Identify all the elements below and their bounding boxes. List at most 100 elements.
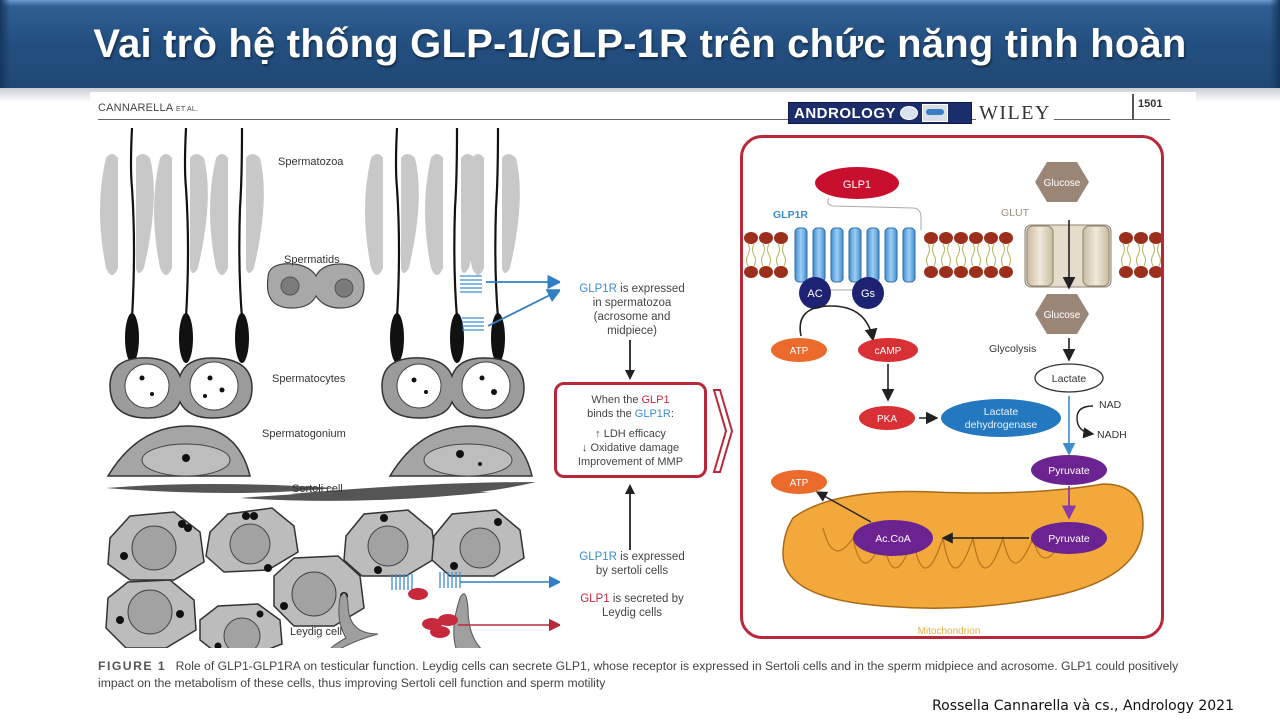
acoa-to-atp-arrow — [815, 491, 872, 523]
spermatocytes-left — [109, 357, 253, 419]
note-text: is secreted by — [609, 593, 684, 605]
note-spermatozoa: GLP1R is expressed in spermatozoa (acros… — [562, 282, 702, 338]
phospholipid-tail — [1151, 243, 1161, 267]
phospholipid-head — [939, 232, 953, 244]
phospholipid-tail — [1136, 243, 1146, 267]
ac-label: AC — [807, 288, 822, 300]
phospholipid-head — [759, 266, 773, 278]
ldh-node — [941, 399, 1061, 437]
society-badge-icon — [922, 104, 948, 122]
glp1-binding-box: When the GLP1 binds the GLP1R: ↑ LDH eff… — [554, 382, 707, 478]
caption-text: Role of GLP1-GLP1RA on testicular functi… — [98, 659, 1179, 690]
note-text: is expressed — [616, 551, 685, 563]
glp1r-receptor-icon — [460, 275, 484, 331]
spermatozoa-group-right — [365, 128, 560, 363]
phospholipid-tail — [926, 243, 936, 267]
phospholipid-head — [954, 232, 968, 244]
pyruvate-mito-label: Pyruvate — [1048, 533, 1090, 545]
chevron-right-icon — [712, 389, 734, 473]
note-text: Leydig cells — [601, 607, 663, 619]
phospholipid-tail — [941, 243, 951, 267]
label-leydig-cell: Leydig cell — [290, 626, 342, 638]
phospholipid-tail — [971, 243, 981, 267]
phospholipid-head — [969, 232, 983, 244]
receptor-helix — [794, 227, 808, 283]
lactate-label: Lactate — [1052, 373, 1087, 385]
ldh-label-2: dehydrogenase — [965, 419, 1038, 431]
spermatozoa-group-left — [100, 128, 264, 363]
phospholipid-head — [774, 232, 788, 244]
glp1-label: GLP1 — [843, 179, 871, 191]
basement-membrane — [106, 482, 536, 501]
testis-illustration — [100, 128, 560, 648]
box-text: When the — [591, 394, 642, 406]
glucose-in-label: Glucose — [1044, 310, 1081, 321]
pka-node — [859, 406, 915, 430]
glut-label: GLUT — [1001, 207, 1030, 219]
glp1-linker — [827, 197, 922, 230]
nad-nadh-arrow — [1076, 405, 1095, 439]
atp-node-top — [771, 338, 827, 362]
pyruvate-cytosol-node — [1031, 455, 1107, 485]
source-citation: Rossella Cannarella và cs., Andrology 20… — [932, 698, 1234, 714]
phospholipid-head — [1134, 266, 1148, 278]
arrow-down-to-box — [625, 340, 635, 380]
journal-logo: ANDROLOGY — [788, 102, 972, 124]
glucose-extracellular — [1035, 162, 1089, 202]
nad-label: NAD — [1099, 399, 1122, 411]
glp1r-receptor — [794, 227, 916, 283]
author-name: CANNARELLA — [98, 102, 173, 114]
phospholipid-head — [939, 266, 953, 278]
box-text: : — [670, 408, 674, 420]
note-text: is expressed — [616, 283, 685, 295]
acoa-label: Ac.CoA — [875, 533, 911, 545]
note-text: midpiece) — [607, 325, 657, 337]
label-sertoli-cell: Sertoli cell — [292, 483, 343, 495]
phospholipid-head — [999, 232, 1013, 244]
phospholipid-head — [984, 232, 998, 244]
slide-title: Vai trò hệ thống GLP-1/GLP-1R trên chức … — [93, 21, 1187, 66]
sertoli-glp1r-icon — [391, 572, 461, 590]
phospholipid-head — [924, 266, 938, 278]
phospholipid-head — [924, 232, 938, 244]
page-header: CANNARELLA ET AL. ANDROLOGY WILEY 1501 — [98, 94, 1170, 125]
label-spermatogonium: Spermatogonium — [262, 428, 346, 440]
phospholipid-head — [1119, 266, 1133, 278]
pyruvate-mito-node — [1031, 522, 1107, 554]
receptor-helix — [830, 227, 844, 283]
mitochondrion-label: Mitochondrion — [918, 626, 981, 637]
arrow-up-to-box — [625, 484, 635, 550]
camp-node — [858, 338, 918, 362]
running-author: CANNARELLA ET AL. — [98, 102, 198, 114]
box-text: binds the — [587, 408, 635, 420]
note-leydig: GLP1 is secreted by Leydig cells — [562, 592, 702, 620]
cell-signaling-panel: GLP1 GLP1R GLUT Glucose Glucose AC — [740, 135, 1164, 639]
note-text: in spermatozoa — [592, 297, 672, 309]
glucose-intracellular — [1035, 294, 1089, 334]
figure-page: CANNARELLA ET AL. ANDROLOGY WILEY 1501 — [90, 92, 1196, 712]
phospholipid-head — [1134, 232, 1148, 244]
gs-label: Gs — [861, 288, 876, 300]
pyruvate-cyto-label: Pyruvate — [1048, 465, 1090, 477]
note-text: (acrosome and — [593, 311, 671, 323]
sertoli-cells — [105, 507, 560, 648]
effect-ldh: ↑ LDH efficacy — [595, 428, 666, 440]
acoa-node — [853, 520, 933, 556]
leydig-cells — [330, 588, 560, 648]
author-suffix: ET AL. — [176, 106, 199, 113]
receptor-helix — [866, 227, 880, 283]
label-spermatocytes: Spermatocytes — [272, 373, 346, 385]
figure-label: FIGURE 1 — [98, 659, 167, 673]
label-spermatids: Spermatids — [284, 254, 340, 266]
gs-protein — [852, 277, 884, 309]
phospholipid-tail — [1121, 243, 1131, 267]
lactate-node — [1034, 363, 1104, 393]
phospholipid-head — [969, 266, 983, 278]
adenylate-cyclase — [799, 277, 831, 309]
spermatocytes-right — [381, 357, 525, 419]
phospholipid-tail — [761, 243, 771, 267]
phospholipid-head — [774, 266, 788, 278]
note-text: by sertoli cells — [595, 565, 669, 577]
label-spermatozoa: Spermatozoa — [278, 156, 344, 168]
publisher-logo: WILEY — [976, 102, 1054, 125]
